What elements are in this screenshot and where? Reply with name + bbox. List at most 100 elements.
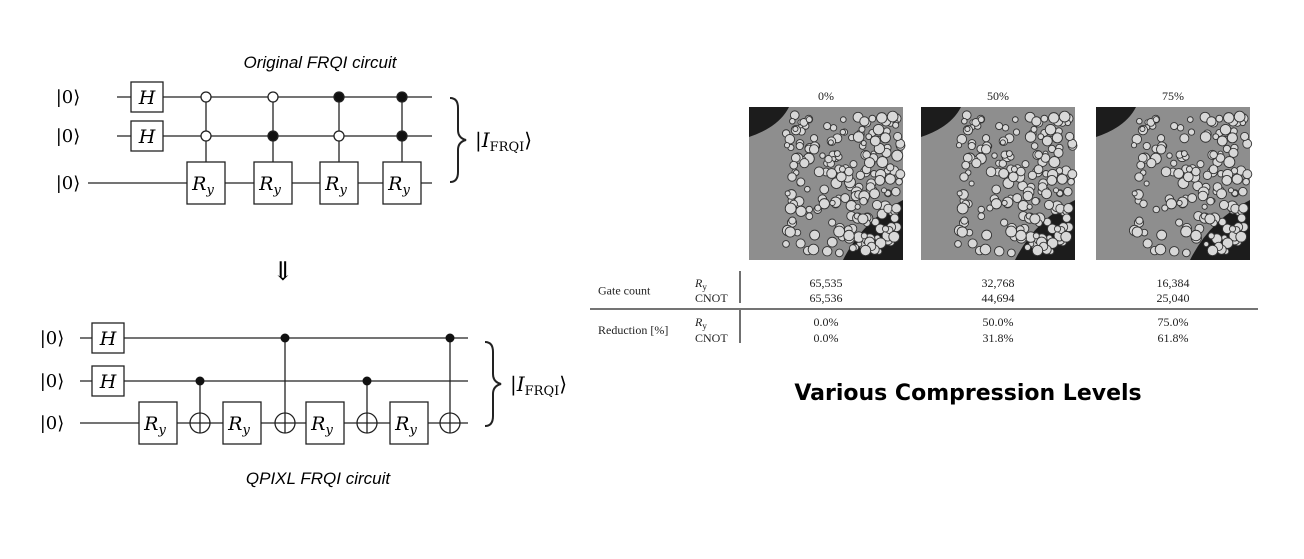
particle bbox=[886, 110, 899, 123]
particle bbox=[1063, 203, 1074, 214]
level-label: 50% bbox=[987, 89, 1009, 103]
particle bbox=[849, 244, 857, 253]
control-filled bbox=[396, 130, 408, 142]
particle bbox=[824, 155, 833, 164]
row-sub-label: Ry bbox=[694, 276, 707, 292]
particle bbox=[822, 246, 833, 257]
particle bbox=[1007, 248, 1016, 258]
particle bbox=[1041, 135, 1053, 147]
particle bbox=[1176, 199, 1183, 207]
particle bbox=[1240, 131, 1250, 141]
level-label: 0% bbox=[818, 89, 834, 103]
particle bbox=[1032, 232, 1040, 240]
particle bbox=[1030, 125, 1038, 133]
micrograph-image bbox=[921, 107, 1078, 260]
particle bbox=[1196, 160, 1205, 169]
particle bbox=[977, 116, 985, 123]
ry-label: R bbox=[143, 413, 158, 435]
ry-sub: y bbox=[401, 183, 410, 198]
particle bbox=[1139, 125, 1146, 133]
particle bbox=[1051, 132, 1063, 144]
qubit-label: |0⟩ bbox=[56, 173, 81, 194]
particle bbox=[895, 169, 906, 180]
particle bbox=[1005, 225, 1018, 238]
particle bbox=[1170, 159, 1178, 167]
particle bbox=[1136, 117, 1143, 125]
particle bbox=[1135, 216, 1144, 225]
ry-gate bbox=[253, 161, 293, 205]
particle bbox=[1183, 171, 1194, 183]
table-cell: 31.8% bbox=[983, 331, 1014, 345]
ry-sub: y bbox=[157, 423, 166, 438]
particle bbox=[1044, 123, 1057, 136]
particle bbox=[1238, 186, 1248, 197]
particle bbox=[795, 141, 804, 151]
particle bbox=[964, 125, 971, 133]
h-gate-label: H bbox=[99, 371, 117, 393]
particle bbox=[818, 198, 830, 210]
particle bbox=[1209, 150, 1218, 159]
particle bbox=[860, 140, 867, 147]
particle bbox=[807, 243, 820, 256]
caption: Various Compression Levels bbox=[794, 381, 1141, 406]
ry-gate bbox=[186, 161, 226, 205]
ry-label: R bbox=[258, 173, 273, 195]
particle bbox=[1024, 131, 1037, 143]
particle bbox=[1215, 114, 1224, 123]
particle bbox=[1027, 170, 1037, 180]
particle bbox=[1142, 141, 1151, 151]
particle bbox=[790, 153, 801, 163]
particle bbox=[890, 213, 900, 223]
particle bbox=[1040, 114, 1049, 123]
particle bbox=[1048, 156, 1061, 169]
particle bbox=[1185, 165, 1193, 173]
ry-gate bbox=[305, 401, 345, 445]
particle bbox=[991, 152, 998, 159]
row-group-label: Reduction [%] bbox=[598, 323, 668, 337]
particle bbox=[872, 199, 883, 210]
ry-sub: y bbox=[408, 423, 417, 438]
particle bbox=[1022, 190, 1034, 202]
row-group-label: Gate count bbox=[598, 284, 651, 298]
ry-gate-label: Ry bbox=[394, 413, 417, 438]
particle bbox=[961, 160, 971, 170]
row-sub-label: CNOT bbox=[695, 291, 728, 305]
particle bbox=[1206, 197, 1215, 206]
particle bbox=[819, 184, 830, 195]
h-gate bbox=[130, 120, 164, 152]
table-cell: 16,384 bbox=[1157, 276, 1190, 290]
state-label: |IFRQI⟩ bbox=[510, 372, 567, 399]
particle bbox=[876, 112, 888, 124]
particle bbox=[1056, 173, 1068, 185]
particle bbox=[1143, 180, 1150, 187]
particle bbox=[784, 190, 791, 197]
particle bbox=[868, 114, 877, 123]
particle bbox=[979, 243, 992, 256]
ry-label: R bbox=[191, 173, 206, 195]
particle bbox=[805, 212, 814, 221]
h-gate-label: H bbox=[99, 328, 117, 350]
particle bbox=[838, 165, 846, 173]
h-gate-label: H bbox=[138, 126, 156, 148]
particle bbox=[1046, 175, 1058, 186]
particle bbox=[874, 175, 886, 186]
h-gate bbox=[91, 322, 125, 354]
ry-sub: y bbox=[338, 183, 347, 198]
ry-gate-label: Ry bbox=[310, 413, 333, 438]
particle bbox=[1242, 169, 1253, 180]
particle bbox=[1053, 187, 1059, 194]
ry-label: R bbox=[310, 413, 325, 435]
particle bbox=[1157, 134, 1166, 143]
particle bbox=[804, 185, 811, 193]
particle bbox=[792, 125, 799, 133]
particle bbox=[1001, 124, 1010, 132]
state-label: |IFRQI⟩ bbox=[475, 128, 532, 155]
particle bbox=[884, 173, 896, 185]
particle bbox=[829, 199, 836, 207]
particle bbox=[1031, 244, 1044, 257]
particle bbox=[891, 203, 902, 214]
particle bbox=[783, 142, 791, 149]
state-sub: FRQI bbox=[490, 140, 525, 155]
control-open bbox=[200, 91, 212, 103]
